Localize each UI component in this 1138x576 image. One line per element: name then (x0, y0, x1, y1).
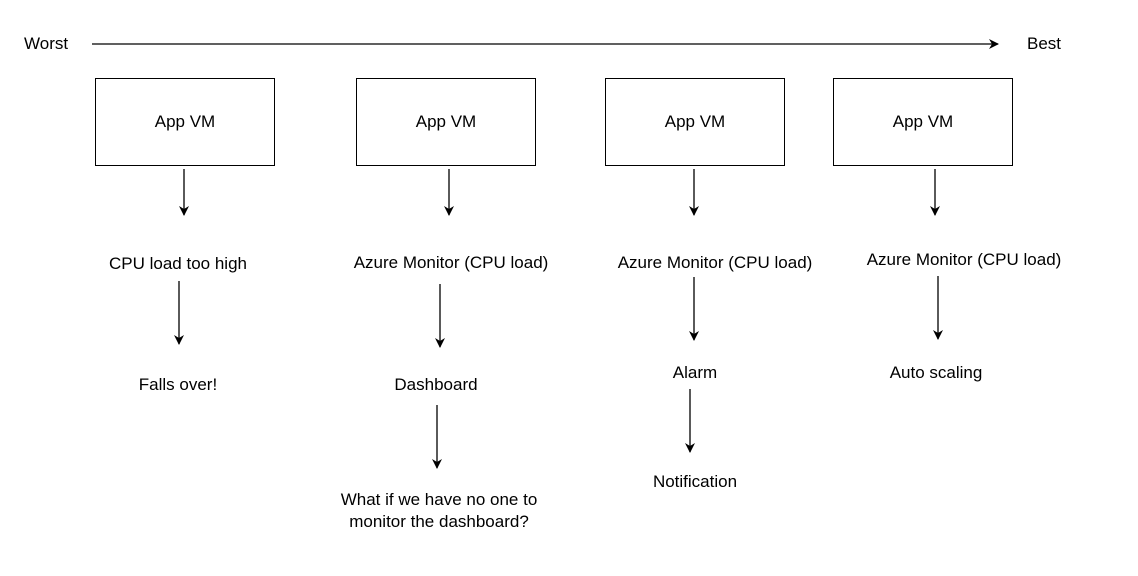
col3-app-vm-box: App VM (605, 78, 785, 166)
col1-step1-label: CPU load too high (109, 254, 247, 273)
col4-step1-label: Azure Monitor (CPU load) (866, 250, 1062, 269)
col2-step2-label: Dashboard (394, 375, 478, 394)
col2-app-vm-box: App VM (356, 78, 536, 166)
col2-app-vm-label: App VM (415, 112, 477, 131)
col2-step1-label: Azure Monitor (CPU load) (353, 253, 549, 272)
col3-step2-label: Alarm (672, 363, 718, 382)
col4-app-vm-box: App VM (833, 78, 1013, 166)
col1-app-vm-box: App VM (95, 78, 275, 166)
col3-step3-label: Notification (652, 472, 738, 491)
col3-step1-label: Azure Monitor (CPU load) (617, 253, 813, 272)
col2-step3-label: What if we have no one to monitor the da… (340, 490, 538, 531)
col1-step2-label: Falls over! (138, 375, 218, 394)
col1-app-vm-label: App VM (154, 112, 216, 131)
col3-app-vm-label: App VM (664, 112, 726, 131)
col4-app-vm-label: App VM (892, 112, 954, 131)
best-label: Best (1027, 34, 1062, 53)
worst-label: Worst (24, 34, 69, 53)
col4-step2-label: Auto scaling (889, 363, 983, 382)
